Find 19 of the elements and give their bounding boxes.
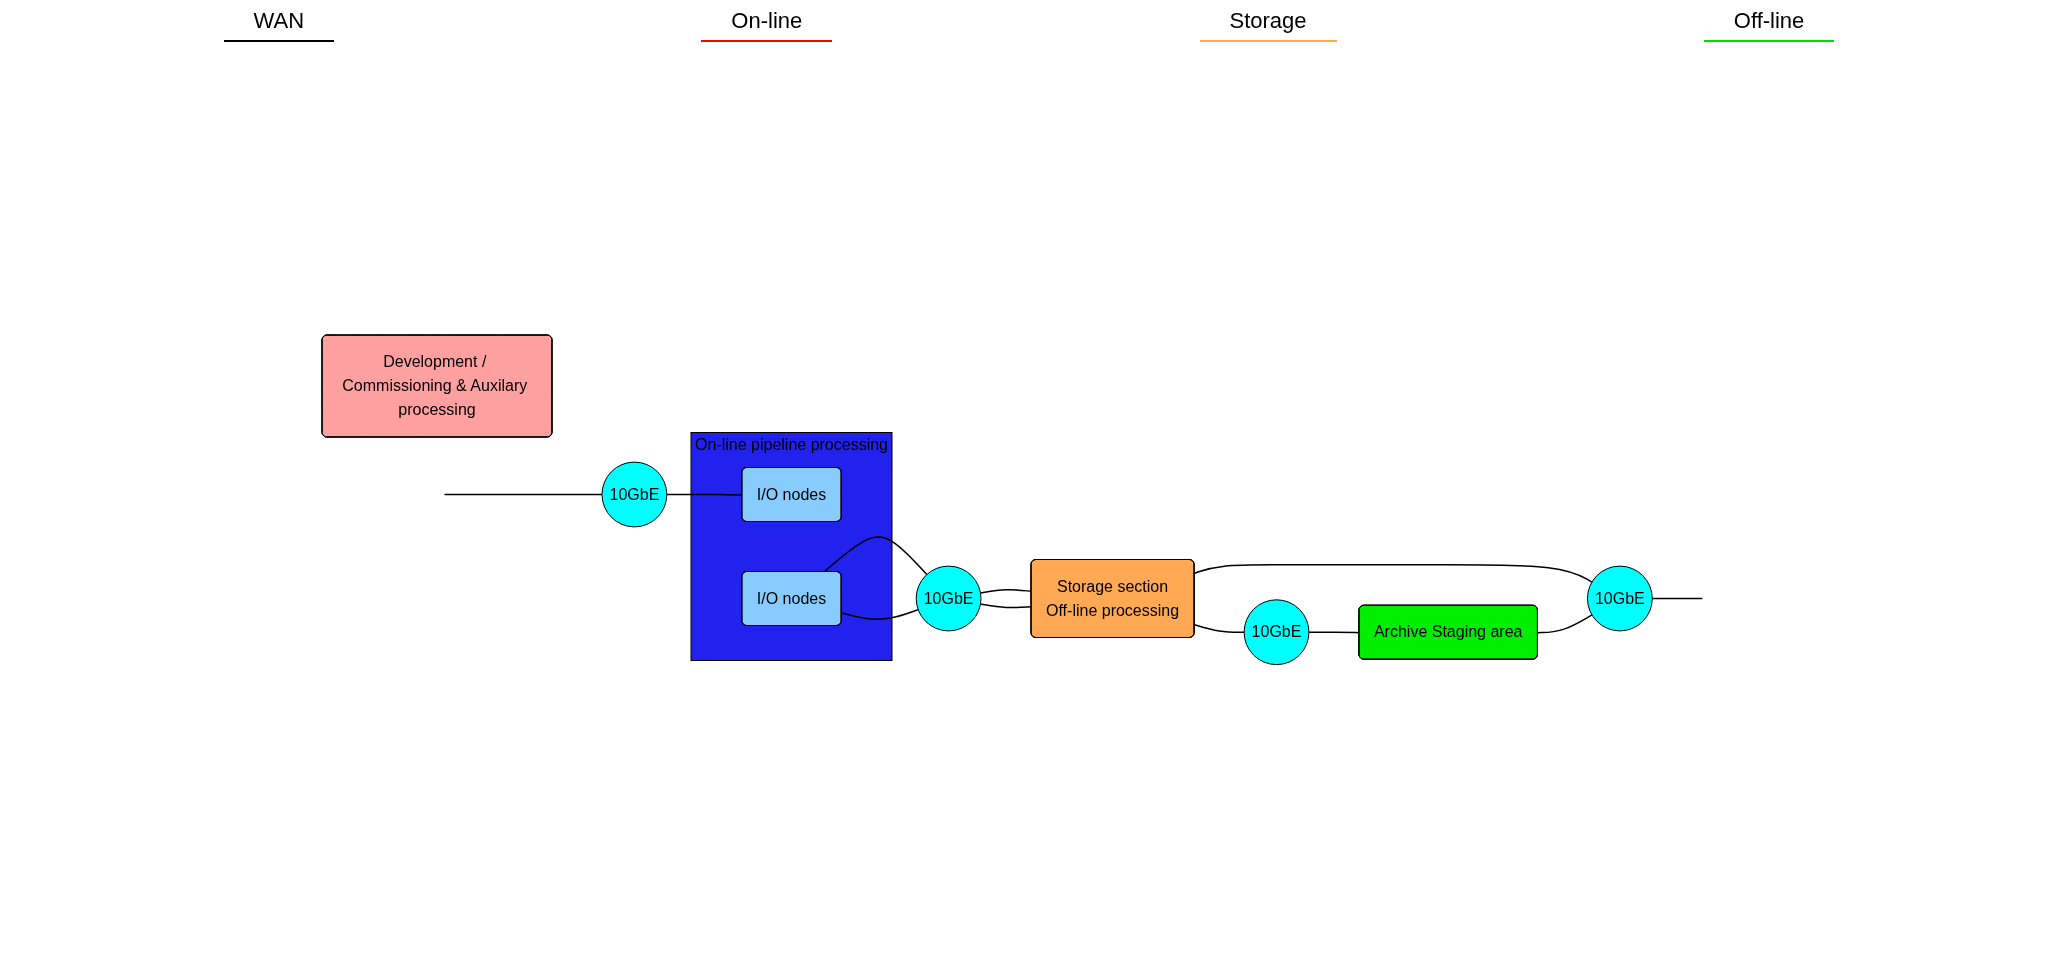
node-circle: 10GbE (1587, 565, 1654, 632)
node-circle: 10GbE (916, 565, 982, 632)
connector (444, 493, 604, 496)
connector (980, 589, 1033, 594)
range-label: WAN (223, 8, 335, 42)
connector (1651, 597, 1704, 600)
connector (823, 536, 928, 576)
connector (1537, 614, 1593, 634)
node-circle: 10GbE (601, 461, 668, 528)
connector (841, 609, 920, 621)
connector (1194, 564, 1593, 584)
connector (1194, 624, 1246, 634)
range-label: On-line (701, 8, 833, 42)
connector (1308, 631, 1361, 634)
range-label: Off-line (1703, 8, 1835, 42)
connector (980, 603, 1033, 609)
range-label: Storage (1199, 8, 1337, 42)
connector (666, 493, 744, 496)
node-circle: 10GbE (1243, 599, 1310, 666)
